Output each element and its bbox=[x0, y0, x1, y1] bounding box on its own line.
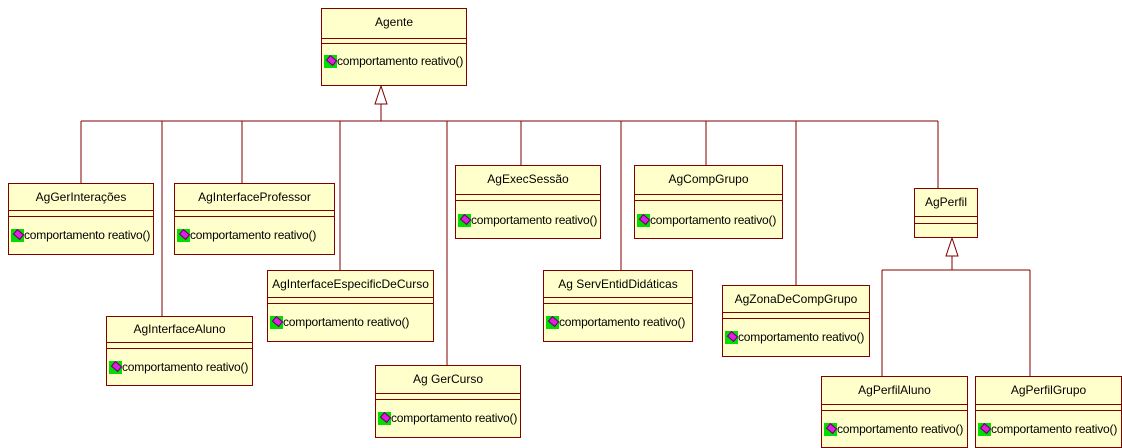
class-name: AgPerfilGrupo bbox=[1010, 383, 1087, 397]
attributes-compartment bbox=[822, 404, 967, 410]
class-name: AgZonaDeCompGrupo bbox=[734, 292, 858, 306]
class-name: AgCompGrupo bbox=[668, 172, 749, 186]
operation-row[interactable]: comportamento reativo() bbox=[177, 226, 332, 244]
operation-public-icon bbox=[546, 315, 559, 329]
operation-public-icon bbox=[978, 422, 991, 436]
operations-compartment: comportamento reativo() bbox=[822, 410, 967, 440]
operation-public-icon bbox=[725, 330, 738, 344]
operations-compartment: comportamento reativo() bbox=[976, 410, 1121, 440]
operation-row[interactable]: comportamento reativo() bbox=[824, 420, 965, 438]
operation-public-icon bbox=[378, 411, 391, 425]
operation-public-icon bbox=[458, 213, 471, 227]
operations-compartment bbox=[915, 223, 977, 234]
operation-label: comportamento reativo() bbox=[122, 360, 249, 374]
class-name: Agente bbox=[374, 15, 414, 29]
class-name: AgExecSessão bbox=[487, 172, 569, 186]
operation-row[interactable]: comportamento reativo() bbox=[978, 420, 1119, 438]
operation-row[interactable]: comportamento reativo() bbox=[270, 313, 431, 331]
class-ag-interface-aluno[interactable]: AgInterfaceAluno comportamento reativo() bbox=[106, 316, 253, 386]
class-name: Ag ServEntidDidáticas bbox=[558, 277, 678, 291]
attributes-compartment bbox=[723, 312, 869, 318]
attributes-compartment bbox=[175, 210, 334, 216]
attributes-compartment bbox=[376, 393, 520, 399]
operation-label: comportamento reativo() bbox=[337, 54, 464, 68]
operation-label: comportamento reativo() bbox=[650, 213, 777, 227]
class-ag-interface-especific-de-curso[interactable]: AgInterfaceEspecificDeCurso comportament… bbox=[267, 270, 434, 342]
class-ag-serv-entid-didaticas[interactable]: Ag ServEntidDidáticas comportamento reat… bbox=[543, 270, 693, 342]
operation-label: comportamento reativo() bbox=[738, 330, 865, 344]
attributes-compartment bbox=[9, 210, 153, 216]
operation-row[interactable]: comportamento reativo() bbox=[324, 52, 464, 70]
class-ag-ger-interacoes[interactable]: AgGerInterações comportamento reativo() bbox=[8, 183, 154, 255]
class-agente[interactable]: Agente comportamento reativo() bbox=[321, 8, 467, 86]
operation-public-icon bbox=[270, 315, 283, 329]
operation-row[interactable]: comportamento reativo() bbox=[378, 409, 518, 427]
operations-compartment: comportamento reativo() bbox=[107, 348, 252, 378]
class-ag-exec-sessao[interactable]: AgExecSessão comportamento reativo() bbox=[455, 165, 601, 239]
class-ag-perfil-aluno[interactable]: AgPerfilAluno comportamento reativo() bbox=[821, 376, 968, 448]
attributes-compartment bbox=[915, 216, 977, 223]
operation-public-icon bbox=[109, 360, 122, 374]
attributes-compartment bbox=[544, 297, 692, 303]
operation-row[interactable]: comportamento reativo() bbox=[546, 313, 690, 331]
attributes-compartment bbox=[635, 194, 782, 200]
operations-compartment: comportamento reativo() bbox=[9, 216, 153, 246]
class-ag-interface-professor[interactable]: AgInterfaceProfessor comportamento reati… bbox=[174, 183, 335, 255]
operations-compartment: comportamento reativo() bbox=[544, 303, 692, 333]
attributes-compartment bbox=[322, 38, 466, 43]
operation-row[interactable]: comportamento reativo() bbox=[109, 358, 250, 376]
operation-label: comportamento reativo() bbox=[991, 422, 1118, 436]
class-name: AgInterfaceProfessor bbox=[198, 190, 311, 204]
operation-row[interactable]: comportamento reativo() bbox=[725, 328, 867, 346]
class-name: AgPerfilAluno bbox=[858, 383, 931, 397]
class-ag-perfil[interactable]: AgPerfil bbox=[914, 188, 978, 238]
generalization-arrowhead bbox=[945, 236, 959, 257]
operation-label: comportamento reativo() bbox=[391, 411, 518, 425]
operation-row[interactable]: comportamento reativo() bbox=[637, 211, 780, 229]
operations-compartment: comportamento reativo() bbox=[456, 200, 600, 231]
class-ag-perfil-grupo[interactable]: AgPerfilGrupo comportamento reativo() bbox=[975, 376, 1122, 448]
attributes-compartment bbox=[268, 297, 433, 303]
class-ag-comp-grupo[interactable]: AgCompGrupo comportamento reativo() bbox=[634, 165, 783, 239]
class-ag-ger-curso[interactable]: Ag GerCurso comportamento reativo() bbox=[375, 365, 521, 438]
operation-label: comportamento reativo() bbox=[559, 315, 686, 329]
class-name: AgInterfaceEspecificDeCurso bbox=[272, 277, 429, 291]
operations-compartment: comportamento reativo() bbox=[322, 43, 466, 72]
operations-compartment: comportamento reativo() bbox=[175, 216, 334, 246]
generalization-arrowhead bbox=[374, 84, 388, 105]
operation-public-icon bbox=[637, 213, 650, 227]
operation-public-icon bbox=[824, 422, 837, 436]
operation-row[interactable]: comportamento reativo() bbox=[458, 211, 598, 229]
operation-public-icon bbox=[177, 228, 190, 242]
attributes-compartment bbox=[976, 404, 1121, 410]
operations-compartment: comportamento reativo() bbox=[635, 200, 782, 231]
attributes-compartment bbox=[456, 194, 600, 200]
class-ag-zona-de-comp-grupo[interactable]: AgZonaDeCompGrupo comportamento reativo(… bbox=[722, 285, 870, 357]
operation-public-icon bbox=[324, 54, 337, 68]
class-name: Ag GerCurso bbox=[412, 372, 484, 386]
operations-compartment: comportamento reativo() bbox=[268, 303, 433, 333]
operation-label: comportamento reativo() bbox=[283, 315, 410, 329]
operation-label: comportamento reativo() bbox=[837, 422, 964, 436]
operation-label: comportamento reativo() bbox=[24, 228, 151, 242]
class-name: AgInterfaceAluno bbox=[133, 322, 226, 336]
attributes-compartment bbox=[107, 342, 252, 348]
class-name: AgPerfil bbox=[924, 195, 968, 209]
operation-row[interactable]: comportamento reativo() bbox=[11, 226, 151, 244]
operations-compartment: comportamento reativo() bbox=[723, 318, 869, 348]
class-name: AgGerInterações bbox=[35, 190, 127, 204]
operations-compartment: comportamento reativo() bbox=[376, 399, 520, 429]
operation-label: comportamento reativo() bbox=[471, 213, 598, 227]
operation-public-icon bbox=[11, 228, 24, 242]
operation-label: comportamento reativo() bbox=[190, 228, 317, 242]
